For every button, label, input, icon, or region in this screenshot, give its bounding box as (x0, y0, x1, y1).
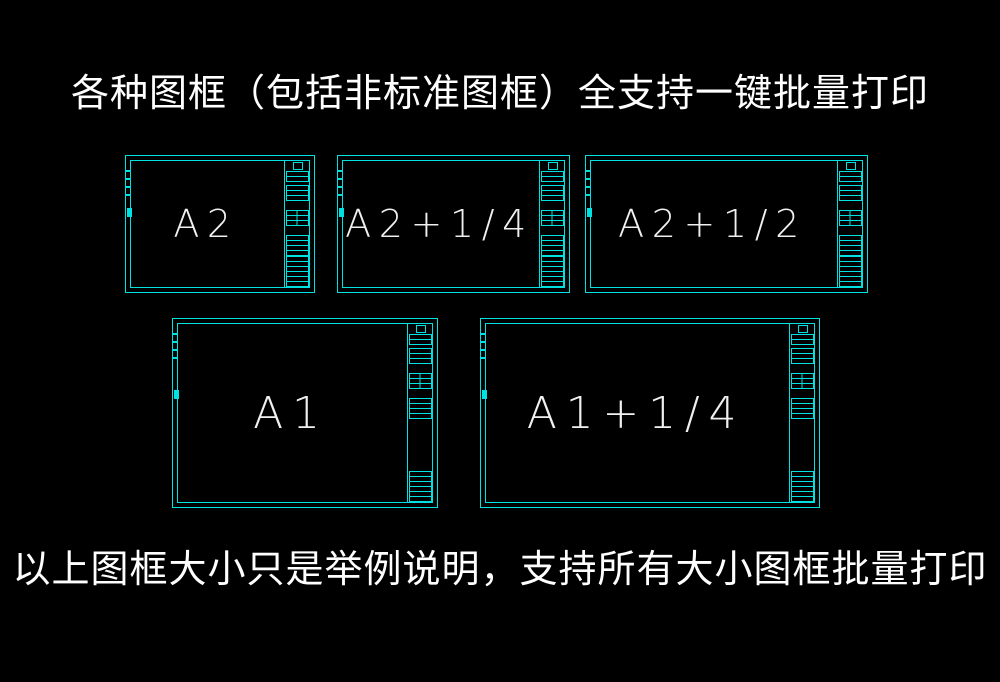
frame-inner-border (130, 160, 310, 288)
title-block-cell (286, 281, 309, 287)
title-block-logo-cell (292, 162, 303, 170)
title-block-logo-cell (845, 162, 856, 170)
frame-inner-border (342, 160, 565, 288)
frame-label: A2+1/4 (345, 202, 534, 246)
frame-inner-border (177, 323, 433, 503)
binding-tick (586, 186, 591, 188)
page-title: 各种图框（包括非标准图框）全支持一键批量打印 (70, 71, 929, 115)
binding-mark (127, 207, 132, 217)
title-block-cell (409, 383, 432, 389)
binding-tick (481, 333, 486, 335)
title-block-logo-cell (415, 325, 426, 333)
binding-tick (126, 186, 131, 188)
title-block-cell (791, 496, 814, 502)
binding-tick (481, 349, 486, 351)
binding-tick (338, 170, 343, 172)
frame-label: A1+1/4 (526, 387, 746, 439)
frame-title-block (837, 160, 863, 288)
binding-mark (587, 207, 592, 217)
title-block-cell (286, 195, 309, 201)
binding-tick (126, 170, 131, 172)
title-block-cell (409, 339, 432, 345)
title-block-cell (541, 250, 564, 256)
title-block-cell (839, 250, 862, 256)
frame-label: A2+1/2 (618, 202, 807, 246)
binding-tick (338, 178, 343, 180)
frame-inner-border (485, 323, 815, 503)
title-block-gap (409, 419, 432, 472)
binding-tick (338, 186, 343, 188)
binding-tick (586, 178, 591, 180)
drawing-frame-a1-plus-quarter[interactable]: A1+1/4 (480, 318, 820, 508)
frame-label: A1 (253, 387, 329, 439)
title-block-cell (791, 339, 814, 345)
title-block-cell (839, 220, 862, 226)
frame-inner-border (590, 160, 863, 288)
title-block-gap (791, 419, 814, 472)
frame-title-block (407, 323, 433, 503)
drawing-frame-a1[interactable]: A1 (172, 318, 438, 508)
title-block-cell (541, 281, 564, 287)
frame-title-block (284, 160, 310, 288)
title-block-cell (839, 281, 862, 287)
frame-title-block (539, 160, 565, 288)
title-block-cell (791, 383, 814, 389)
title-block-cell (409, 496, 432, 502)
binding-mark (482, 390, 487, 400)
title-block-cell (839, 176, 862, 182)
binding-mark (174, 390, 179, 400)
binding-mark (339, 207, 344, 217)
binding-tick (173, 349, 178, 351)
binding-tick (481, 357, 486, 359)
drawing-frame-a2-plus-quarter[interactable]: A2+1/4 (337, 155, 570, 293)
footer-caption: 以上图框大小只是举例说明，支持所有大小图框批量打印 (12, 547, 988, 591)
title-block-cell (791, 413, 814, 419)
title-block-cell (286, 250, 309, 256)
binding-tick (586, 170, 591, 172)
binding-tick (481, 341, 486, 343)
title-block-cell (286, 220, 309, 226)
binding-tick (173, 341, 178, 343)
title-block-cell (541, 220, 564, 226)
title-block-cell (839, 195, 862, 201)
binding-tick (126, 194, 131, 196)
title-block-logo-cell (547, 162, 558, 170)
title-block-cell (791, 358, 814, 364)
title-block-cell (541, 176, 564, 182)
binding-tick (126, 178, 131, 180)
title-block-cell (409, 358, 432, 364)
binding-tick (586, 194, 591, 196)
binding-tick (173, 357, 178, 359)
title-block-cell (541, 195, 564, 201)
title-block-cell (409, 413, 432, 419)
drawing-frame-a2-plus-half[interactable]: A2+1/2 (585, 155, 868, 293)
title-block-logo-cell (797, 325, 808, 333)
binding-tick (173, 333, 178, 335)
drawing-frame-a2[interactable]: A2 (125, 155, 315, 293)
binding-tick (338, 194, 343, 196)
frame-title-block (789, 323, 815, 503)
title-block-cell (286, 176, 309, 182)
frame-label: A2 (173, 202, 239, 246)
